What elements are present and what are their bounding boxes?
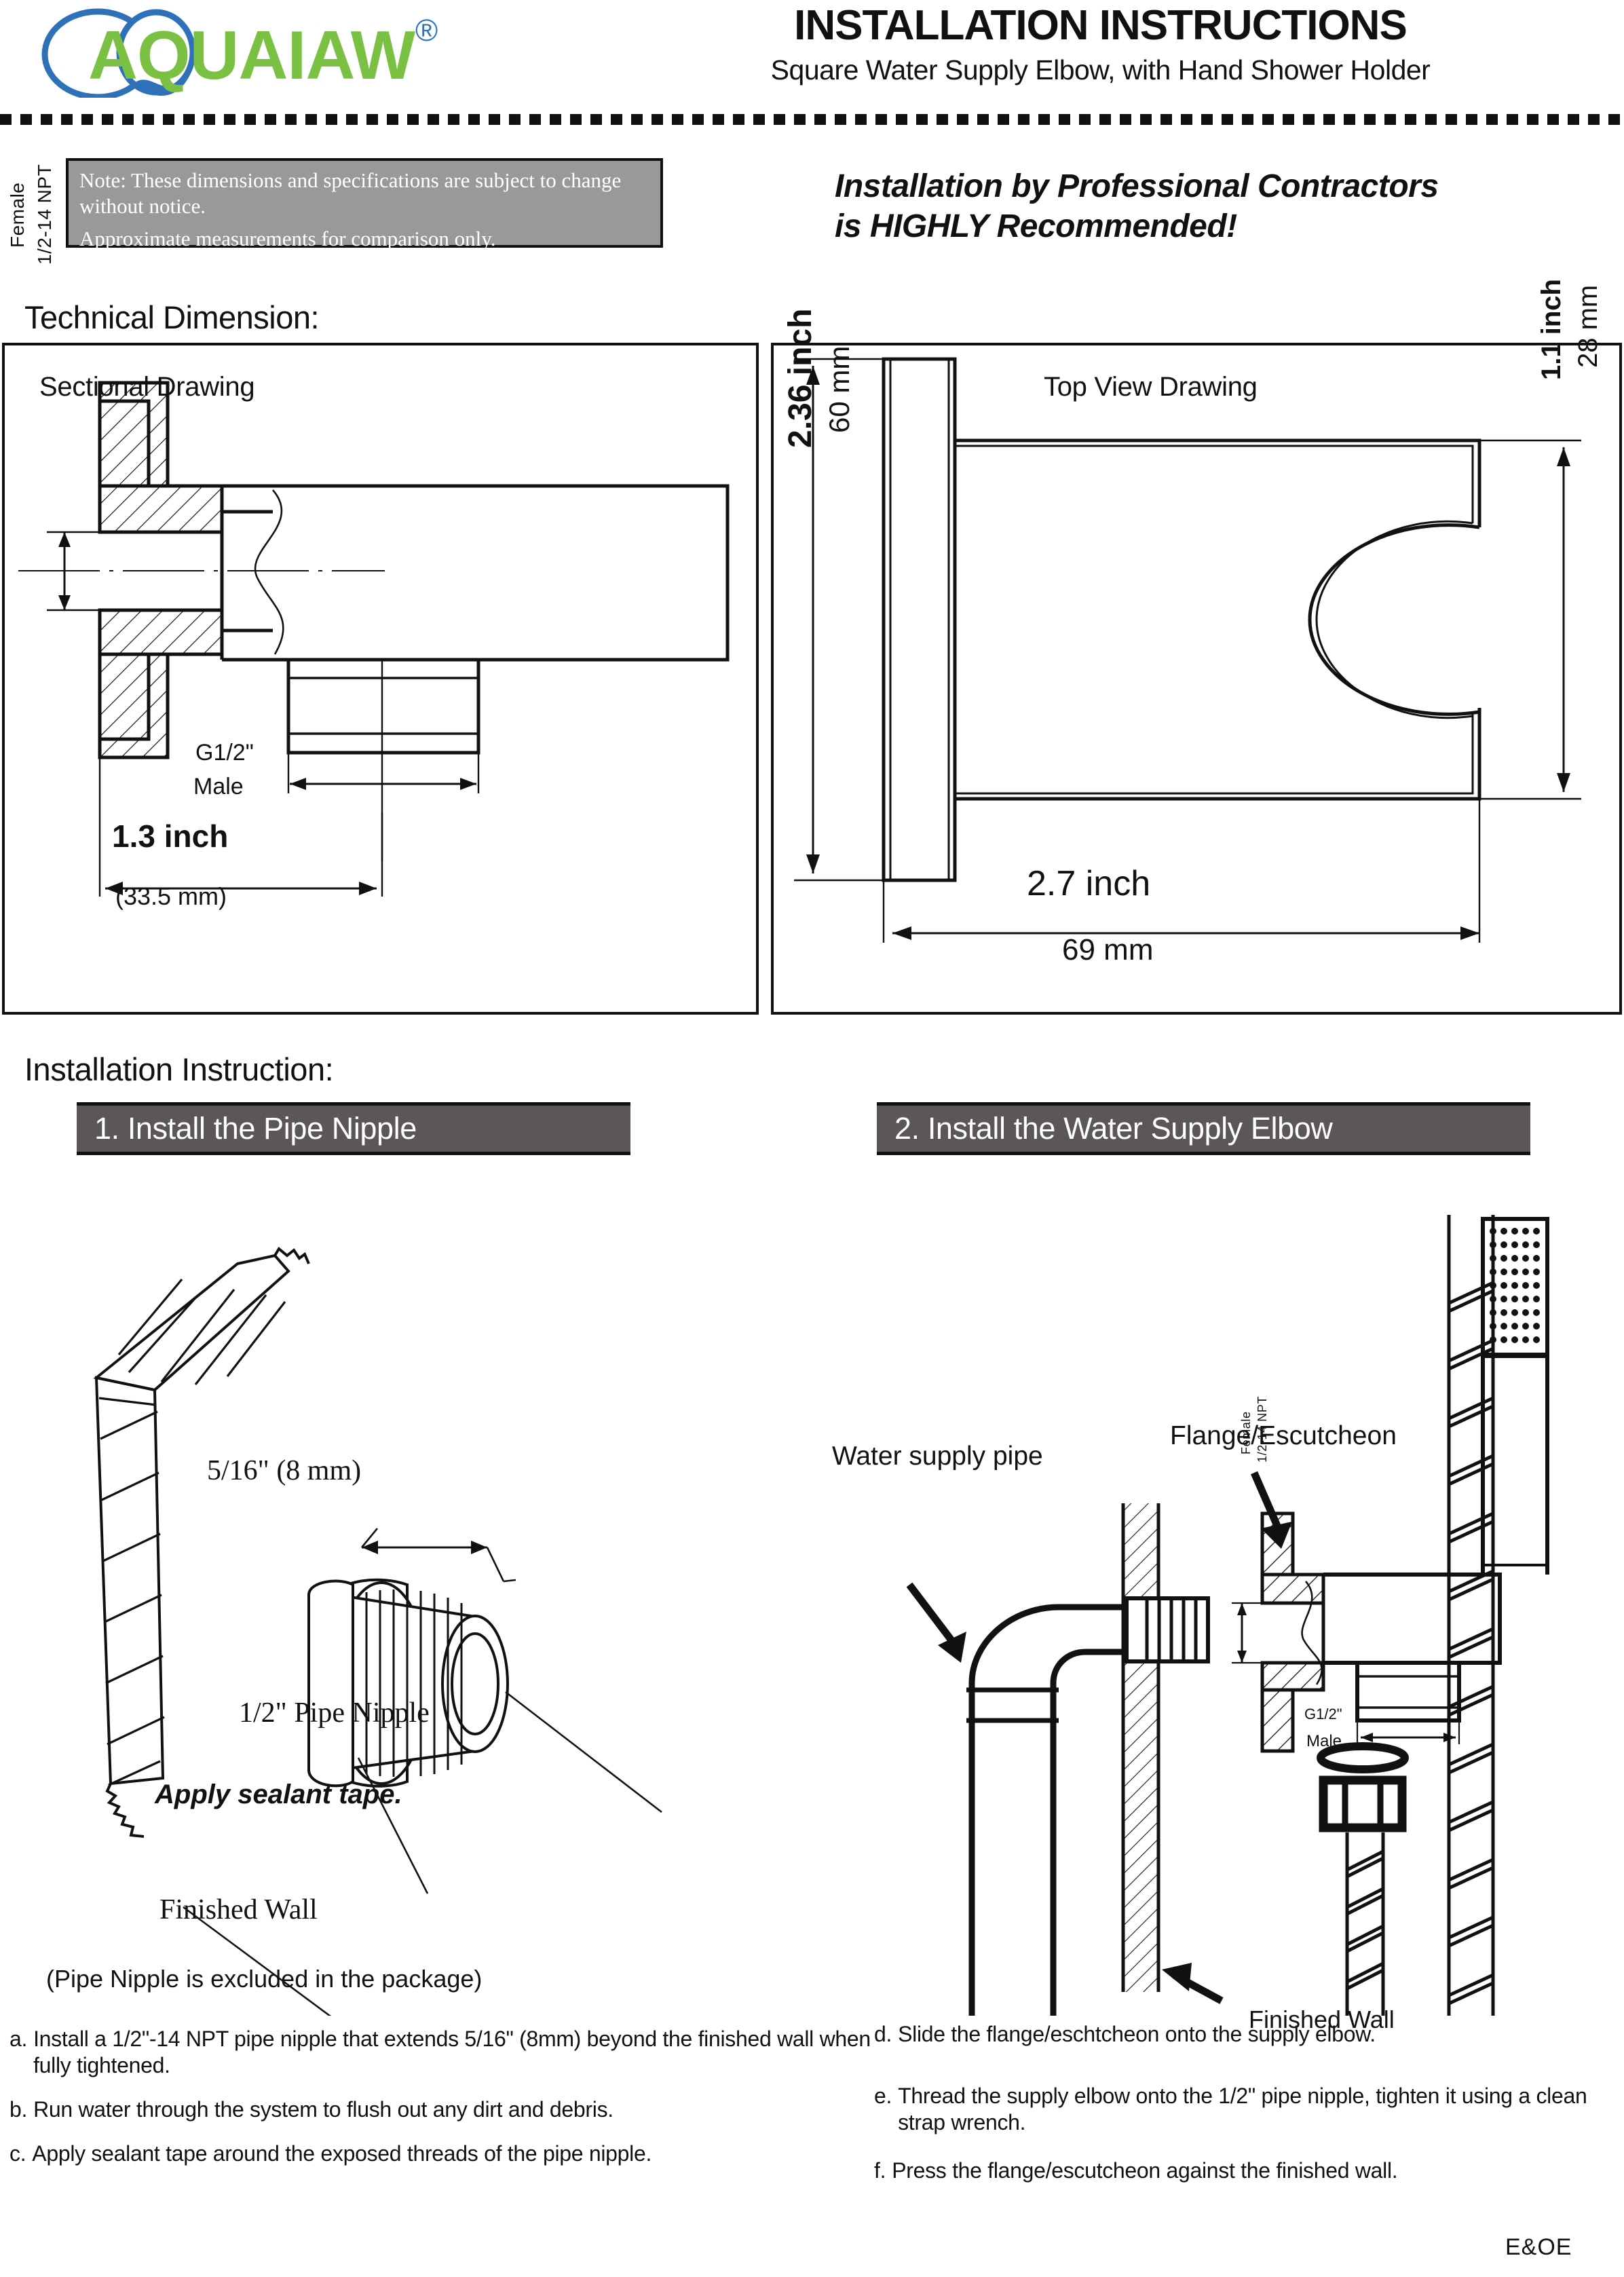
sectional-drawing-title: Sectional Drawing [39,372,255,402]
note-box: Note: These dimensions and specification… [66,158,663,250]
instructions-left-column: a. Install a 1/2"-14 NPT pipe nipple tha… [10,2026,871,2185]
brand-logo: AQUAIAW ® [15,3,449,98]
contractor-notice: Installation by Professional Contractors… [835,166,1615,246]
label-nipple-footnote-text: (Pipe Nipple is excluded in the package) [46,1965,483,1993]
registered-mark-icon: ® [415,13,438,48]
label-depth-inch-text: 2.7 inch [1027,864,1151,903]
label-step2-male-thread: G1/2" [1304,1706,1342,1723]
label-pipe-nipple-text: 1/2" Pipe Nipple [239,1697,430,1729]
label-g-half-male: G1/2" [195,740,254,766]
dashed-divider [0,114,1624,125]
step-2-banner-label: 2. Install the Water Supply Elbow [894,1111,1333,1146]
label-water-supply-pipe: Water supply pipe [832,1442,1043,1471]
label-length-mm: (33.5 mm) [115,882,227,911]
sectional-drawing-svg [18,381,730,897]
label-apply-sealant: Apply sealant tape. [155,1780,402,1810]
label-finished-wall-2-text: Finished Wall [1249,2006,1395,2033]
label-flange-escutcheon-text: Flange/Escutcheon [1170,1421,1397,1450]
label-female-npt-2: 1/2-14 NPT [34,164,56,265]
step-2-figure [814,1215,1624,2016]
label-depth-inch: 2.7 inch [1027,863,1150,904]
step-1-banner: 1. Install the Pipe Nipple [77,1102,630,1155]
label-height-mm: 60 mm [823,346,856,433]
page-title: INSTALLATION INSTRUCTIONS [794,2,1408,49]
footer-disclaimer: E&OE [1505,2234,1572,2260]
label-male-thread: G1/2" [195,740,254,766]
label-male-word: Male [193,774,244,800]
instruction-text: Install a 1/2"-14 NPT pipe nipple that e… [33,2027,871,2077]
label-height-inch-text: 2.36 inch [782,308,818,448]
instruction-item: d. Slide the flange/eschtcheon onto the … [874,2021,1621,2048]
logo-wordmark: AQUAIAW [88,18,416,94]
label-nipple-dimension-text: 5/16" (8 mm) [207,1455,362,1486]
step-1-figure [0,1215,814,2016]
installation-instruction-heading: Installation Instruction: [24,1051,334,1087]
top-view-drawing-svg [794,357,1581,943]
instruction-text: Slide the flange/eschtcheon onto the sup… [898,2022,1376,2046]
instruction-marker: c. [10,2141,26,2166]
technical-dimension-heading: Technical Dimension: [24,299,320,335]
label-depth-mm: 69 mm [1062,933,1153,967]
label-step2-male-word-text: Male [1306,1732,1342,1750]
instruction-item: b. Run water through the system to flush… [10,2096,871,2123]
logo-wave-icon [134,69,193,96]
instruction-marker: f. [874,2158,886,2183]
instruction-text: Apply sealant tape around the exposed th… [32,2141,652,2166]
label-apply-sealant-text: Apply sealant tape. [155,1780,402,1809]
sectional-drawing-panel [2,343,759,1015]
label-holder-mm: 28 mm [1573,285,1604,368]
supply-elbow-figure-svg [906,1215,1549,2016]
label-holder-inch: 1.1 inch [1536,279,1567,380]
instruction-text: Run water through the system to flush ou… [33,2097,613,2122]
label-depth-mm-text: 69 mm [1062,933,1154,966]
label-step2-female-line2: 1/2-14 NPT [1255,1395,1269,1463]
contractor-notice-line-2: is HIGHLY Recommended! [835,208,1237,244]
label-finished-wall-1: Finished Wall [159,1894,318,1926]
label-step2-female-2: 1/2-14 NPT [1255,1396,1270,1463]
instruction-text: Press the flange/escutcheon against the … [892,2158,1398,2183]
label-flange-escutcheon: Flange/Escutcheon [1170,1421,1397,1451]
label-holder-inch-text: 1.1 inch [1536,279,1566,380]
label-female-npt: Female [7,183,29,248]
label-length-inch-text: 1.3 inch [112,818,229,854]
label-step2-female-line1: Female [1239,1411,1253,1454]
note-line-2: Approximate measurements for comparison … [79,227,496,250]
label-holder-mm-text: 28 mm [1573,284,1603,368]
label-length-mm-text: (33.5 mm) [115,882,227,910]
instruction-item: a. Install a 1/2"-14 NPT pipe nipple tha… [10,2026,871,2079]
label-finished-wall-2: Finished Wall [1249,2006,1395,2034]
label-nipple-footnote: (Pipe Nipple is excluded in the package) [46,1965,482,1993]
label-pipe-nipple: 1/2" Pipe Nipple [239,1697,430,1729]
instruction-marker: e. [874,2084,892,2108]
label-female-line2: 1/2-14 NPT [34,164,55,265]
instructions-right-column: d. Slide the flange/eschtcheon onto the … [874,2021,1621,2202]
instruction-item: e. Thread the supply elbow onto the 1/2"… [874,2083,1621,2136]
contractor-notice-line-1: Installation by Professional Contractors [835,168,1439,204]
label-step2-female-1: Female [1239,1411,1253,1454]
label-step2-male-thread-text: G1/2" [1304,1706,1342,1723]
pipe-nipple-figure-svg [93,1246,662,2016]
note-line-1: Note: These dimensions and specification… [79,168,622,218]
page-subtitle: Square Water Supply Elbow, with Hand Sho… [770,54,1431,86]
top-view-drawing-title: Top View Drawing [1044,372,1258,402]
instruction-marker: b. [10,2097,28,2122]
step-2-banner: 2. Install the Water Supply Elbow [877,1102,1530,1155]
label-water-supply-pipe-text: Water supply pipe [832,1442,1043,1471]
instruction-marker: a. [10,2027,28,2051]
top-view-drawing-panel [771,343,1622,1015]
instruction-text: Thread the supply elbow onto the 1/2" pi… [898,2084,1587,2134]
instruction-item: c. Apply sealant tape around the exposed… [10,2141,871,2167]
label-finished-wall-1-text: Finished Wall [159,1894,318,1925]
label-nipple-dimension: 5/16" (8 mm) [207,1454,361,1487]
label-male-word-text: Male [193,774,244,799]
label-length-inch: 1.3 inch [112,818,228,854]
step-1-banner-label: 1. Install the Pipe Nipple [94,1111,417,1146]
instruction-item: f. Press the flange/escutcheon against t… [874,2158,1621,2184]
label-height-mm-text: 60 mm [823,345,855,433]
label-step2-male-word: Male [1306,1732,1342,1751]
instruction-marker: d. [874,2022,892,2046]
label-height-inch: 2.36 inch [782,309,819,448]
label-female-line1: Female [7,182,28,248]
